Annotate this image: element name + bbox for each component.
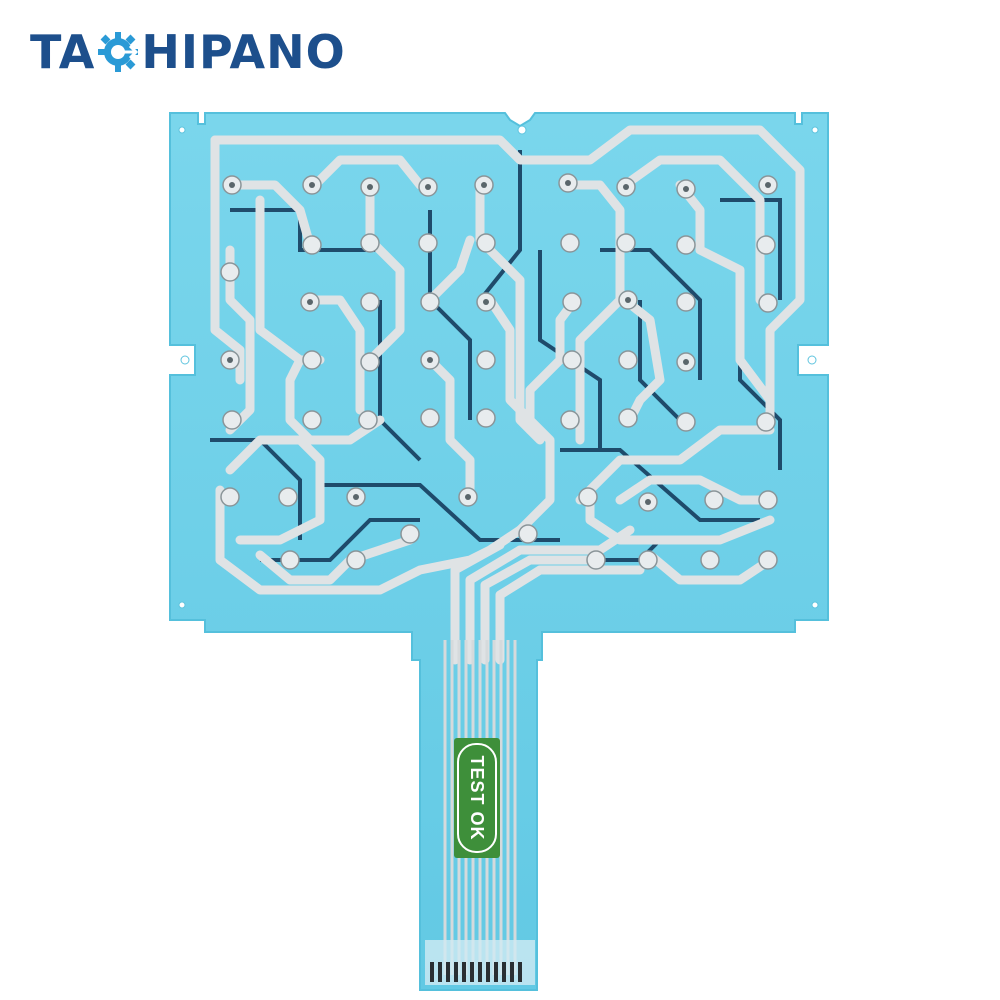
test-ok-label bbox=[454, 738, 500, 858]
mounting-holes bbox=[178, 125, 819, 609]
silver-traces bbox=[210, 125, 805, 665]
brand-logo: TA HIPANO bbox=[30, 22, 346, 82]
brand-suffix: HIPANO bbox=[141, 25, 346, 79]
gear-logo-icon bbox=[98, 32, 139, 72]
connector-pins bbox=[430, 962, 522, 982]
test-ok-text: TEST OK bbox=[467, 755, 487, 841]
membrane-film bbox=[169, 112, 829, 991]
key-contact-pads bbox=[220, 173, 778, 570]
brand-prefix: TA bbox=[30, 25, 96, 79]
